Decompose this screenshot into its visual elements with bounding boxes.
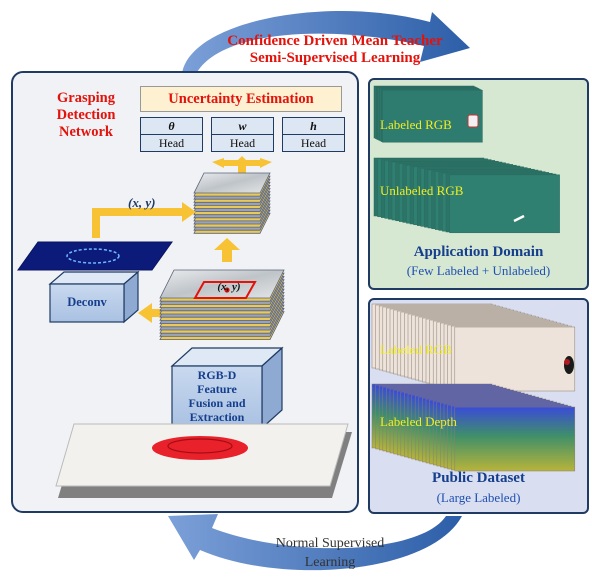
height-head-label: Head: [300, 136, 327, 150]
deconv-label: Deconv: [67, 295, 107, 309]
fusion-label-line4: Extraction: [189, 410, 245, 424]
center-point-label: (x, y): [217, 281, 241, 293]
height-head-symbol: h: [283, 118, 344, 135]
app-labeled-rgb-label: Labeled RGB: [380, 117, 452, 132]
fusion-label: RGB-D Feature Fusion and Extraction: [172, 368, 262, 424]
bottom-arrow-label: Normal Supervised Learning: [255, 534, 405, 572]
public-labeled-rgb-label: Labeled RGB: [380, 342, 452, 357]
bottom-curved-arrow: [168, 514, 462, 571]
top-arrow-line2: Semi-Supervised Learning: [249, 50, 421, 66]
application-title: Application Domain: [413, 244, 544, 260]
application-images: [373, 85, 560, 234]
public-labeled-depth-label: Labeled Depth: [380, 414, 457, 429]
theta-head: θ Head: [140, 117, 203, 152]
top-arrow-line1: Confidence Driven Mean Teacher: [227, 33, 443, 49]
bottom-arrow-line1: Normal Supervised: [275, 536, 385, 551]
fusion-cube: [170, 346, 284, 430]
theta-head-label: Head: [158, 136, 185, 150]
lower-feature-layer: [159, 269, 285, 299]
input-rgbd-image: [55, 423, 352, 498]
bottom-arrow-line2: Learning: [304, 555, 356, 570]
width-head: w Head: [211, 117, 274, 152]
network-title-line2: Detection: [56, 107, 116, 123]
upper-feature-stack: [193, 172, 271, 234]
public-rgb-frame: [454, 326, 576, 392]
uncertainty-estimation-box: Uncertainty Estimation: [140, 86, 342, 112]
xy-arrow: [92, 202, 196, 238]
lower-feature-stack: [159, 269, 285, 341]
fusion-label-line3: Fusion and: [188, 396, 246, 410]
network-title-line3: Network: [59, 124, 113, 140]
public-depth-frame: [454, 406, 576, 472]
heatmap-plane: [17, 241, 173, 271]
network-title: Grasping Detection Network: [36, 90, 136, 141]
top-curved-arrow: [182, 11, 470, 74]
public-subtitle: (Large Labeled): [436, 490, 521, 505]
public-title: Public Dataset: [432, 470, 525, 486]
app-labeled-frame: [382, 89, 483, 143]
width-head-label: Head: [229, 136, 256, 150]
network-title-line1: Grasping: [56, 90, 115, 106]
top-arrow-label: Confidence Driven Mean Teacher Semi-Supe…: [200, 33, 470, 67]
deconv-cube: [48, 270, 140, 324]
fusion-label-line1: RGB-D: [197, 368, 237, 382]
fusion-label-line2: Feature: [197, 382, 237, 396]
xy-label: (x, y): [128, 195, 156, 210]
app-unlabeled-rgb-label: Unlabeled RGB: [380, 183, 464, 198]
split-arrows-to-heads: [212, 156, 272, 178]
height-head: h Head: [282, 117, 345, 152]
stack-up-arrow: [214, 238, 240, 262]
width-head-symbol: w: [212, 118, 273, 135]
theta-head-symbol: θ: [141, 118, 202, 135]
public-images: [371, 303, 576, 472]
app-unlabeled-frame: [449, 174, 560, 234]
upper-feature-layer: [193, 172, 271, 194]
application-subtitle: (Few Labeled + Unlabeled): [406, 263, 551, 278]
